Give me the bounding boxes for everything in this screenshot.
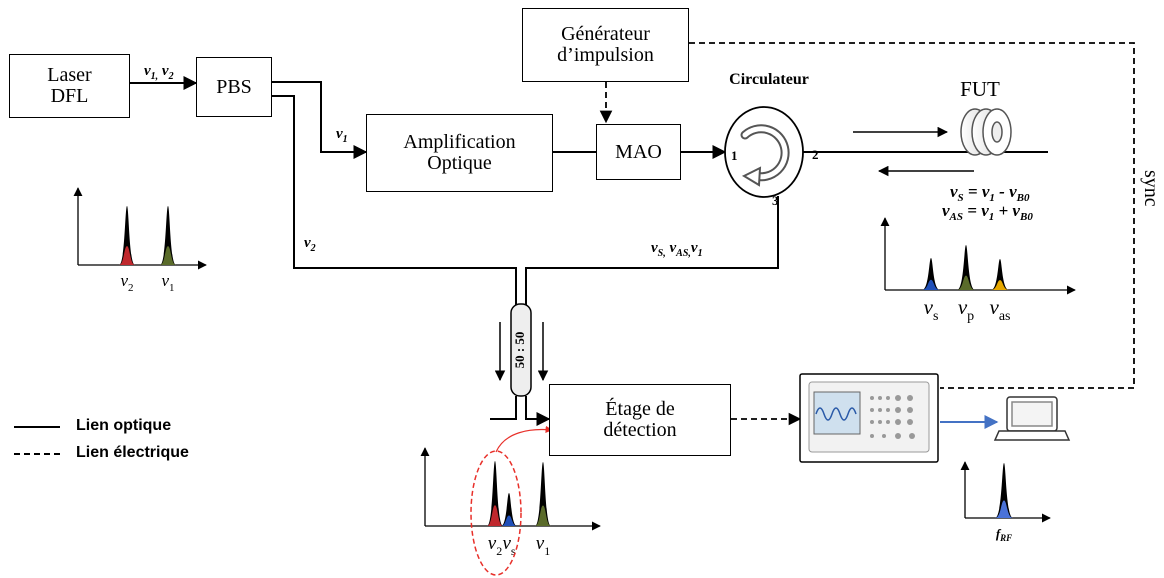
electrical-links bbox=[599, 42, 1135, 426]
laser-output-label: ν1, ν2 bbox=[144, 63, 174, 82]
spectrum-label: νs bbox=[924, 295, 939, 324]
spectrum-label: ν2 bbox=[120, 271, 133, 294]
coupler-out-left-link bbox=[490, 396, 517, 420]
pulse-gen-line1: Générateur bbox=[561, 23, 650, 45]
port-labels: 1 2 3 bbox=[731, 147, 819, 208]
legend-optical-label: Lien optique bbox=[76, 417, 172, 434]
beat-highlight-ellipse bbox=[470, 450, 522, 576]
pulse-generator-block: Générateur d’impulsion bbox=[522, 8, 689, 82]
port-2-label: 2 bbox=[812, 147, 819, 162]
sync-label: sync bbox=[1140, 170, 1162, 207]
rf-spectrum-plot: fRF bbox=[960, 461, 1051, 543]
coupler-to-detection-link bbox=[525, 396, 551, 426]
stokes-equation: νS = ν1 - νB0 bbox=[950, 182, 1030, 204]
legend-electrical-label: Lien électrique bbox=[76, 444, 189, 461]
spectrum-label: ν2 bbox=[488, 533, 502, 558]
coupler-label: 50 : 50 bbox=[512, 332, 527, 369]
pbs-to-amplifier-link bbox=[272, 81, 368, 159]
optical-amplifier-block: Amplification Optique bbox=[366, 114, 553, 192]
input-spectrum-plot: ν2 ν1 bbox=[73, 187, 207, 294]
circulator-to-coupler-link bbox=[525, 196, 779, 306]
spectrum-label: ν1 bbox=[536, 533, 550, 558]
spectrum-peak bbox=[501, 493, 517, 526]
circulator-output-label: νS, νAS,ν1 bbox=[651, 240, 703, 259]
circulator bbox=[724, 106, 804, 198]
pbs-label: PBS bbox=[216, 75, 252, 98]
port-1-label: 1 bbox=[731, 148, 738, 163]
fut-fiber-reel-icon bbox=[960, 108, 1012, 156]
signal-labels: ν1, ν2 ν1 ν2 νS, νAS,ν1 νS = ν1 - νB0 νA… bbox=[144, 63, 1033, 259]
mao-block: MAO bbox=[596, 124, 681, 180]
oscilloscope-icon bbox=[799, 373, 939, 463]
detection-stage-block: Étage de détection bbox=[549, 384, 731, 456]
optical-links bbox=[130, 76, 1048, 426]
laptop-icon bbox=[993, 396, 1071, 441]
laser-label-line1: Laser bbox=[47, 64, 92, 86]
pbs-to-coupler-link bbox=[272, 95, 517, 306]
spectrum-peak bbox=[119, 206, 135, 265]
spectrum-peak bbox=[957, 245, 975, 290]
spectrum-label: νp bbox=[958, 295, 974, 324]
circulator-label: Circulateur bbox=[729, 71, 809, 88]
pbs-block: PBS bbox=[196, 57, 272, 117]
spectrum-peak bbox=[487, 461, 503, 526]
spectrum-peak bbox=[922, 258, 940, 290]
detection-line1: Étage de bbox=[605, 398, 675, 420]
spectrum-label: νas bbox=[990, 295, 1011, 324]
detection-line2: détection bbox=[603, 419, 677, 441]
beat-highlight-arrow bbox=[495, 425, 553, 453]
spectrum-label: fRF bbox=[996, 526, 1012, 543]
spectrum-peak bbox=[995, 463, 1013, 518]
spectrum-label: ν1 bbox=[161, 271, 174, 294]
sync-link bbox=[689, 42, 1135, 389]
fut-label: FUT bbox=[960, 77, 1000, 101]
amplifier-line2: Optique bbox=[427, 152, 492, 174]
spectrum-peak bbox=[991, 259, 1009, 290]
pbs-to-coupler-label: ν2 bbox=[304, 235, 316, 254]
mao-label: MAO bbox=[615, 140, 662, 163]
amplifier-line1: Amplification bbox=[403, 131, 516, 153]
port-3-label: 3 bbox=[772, 193, 779, 208]
pbs-to-amp-label: ν1 bbox=[336, 126, 348, 145]
spectrum-peak bbox=[160, 206, 176, 265]
coupler-50-50: 50 : 50 bbox=[510, 303, 532, 397]
pulse-gen-line2: d’impulsion bbox=[557, 44, 654, 66]
laser-label-line2: DFL bbox=[50, 85, 89, 107]
laser-dfl-block: Laser DFL bbox=[9, 54, 130, 118]
spectrum-peak bbox=[535, 462, 551, 526]
antistokes-equation: νAS = ν1 + νB0 bbox=[942, 201, 1033, 223]
